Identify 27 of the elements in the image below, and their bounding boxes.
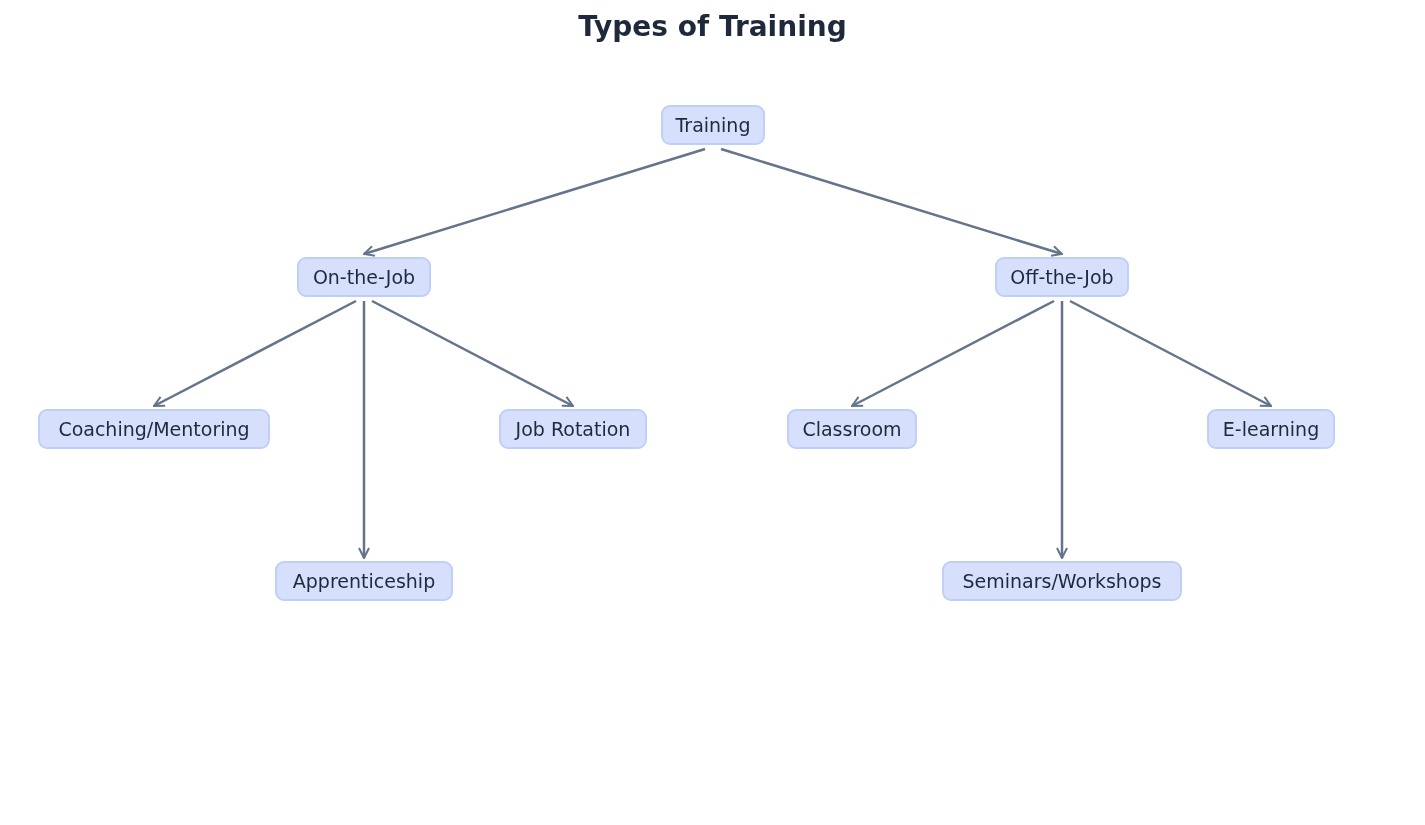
arrow	[363, 147, 706, 257]
category-box	[661, 105, 765, 145]
node-label: Coaching/Mentoring	[58, 418, 250, 440]
category-box	[275, 561, 453, 601]
arrow	[720, 147, 1063, 257]
arrow	[851, 299, 1055, 408]
category-box	[787, 409, 917, 449]
arrow	[1069, 299, 1272, 408]
node-label: E-learning	[1222, 418, 1320, 440]
category-box	[995, 257, 1129, 297]
node-label: Seminars/Workshops	[962, 570, 1162, 592]
node-label: Classroom	[802, 418, 902, 440]
arrow	[1056, 301, 1068, 559]
category-box	[499, 409, 647, 449]
arrow	[371, 299, 574, 408]
diagram-title: Types of Training	[577, 10, 848, 43]
node-label: Off-the-Job	[1010, 266, 1114, 288]
arrow	[153, 299, 357, 408]
node-label: Apprenticeship	[292, 570, 436, 592]
category-box	[38, 409, 270, 449]
node-label: On-the-Job	[312, 266, 416, 288]
category-box	[1207, 409, 1335, 449]
arrow	[358, 301, 370, 559]
node-label: Training	[675, 114, 751, 136]
node-label: Job Rotation	[515, 418, 631, 440]
category-box	[297, 257, 431, 297]
category-box	[942, 561, 1182, 601]
